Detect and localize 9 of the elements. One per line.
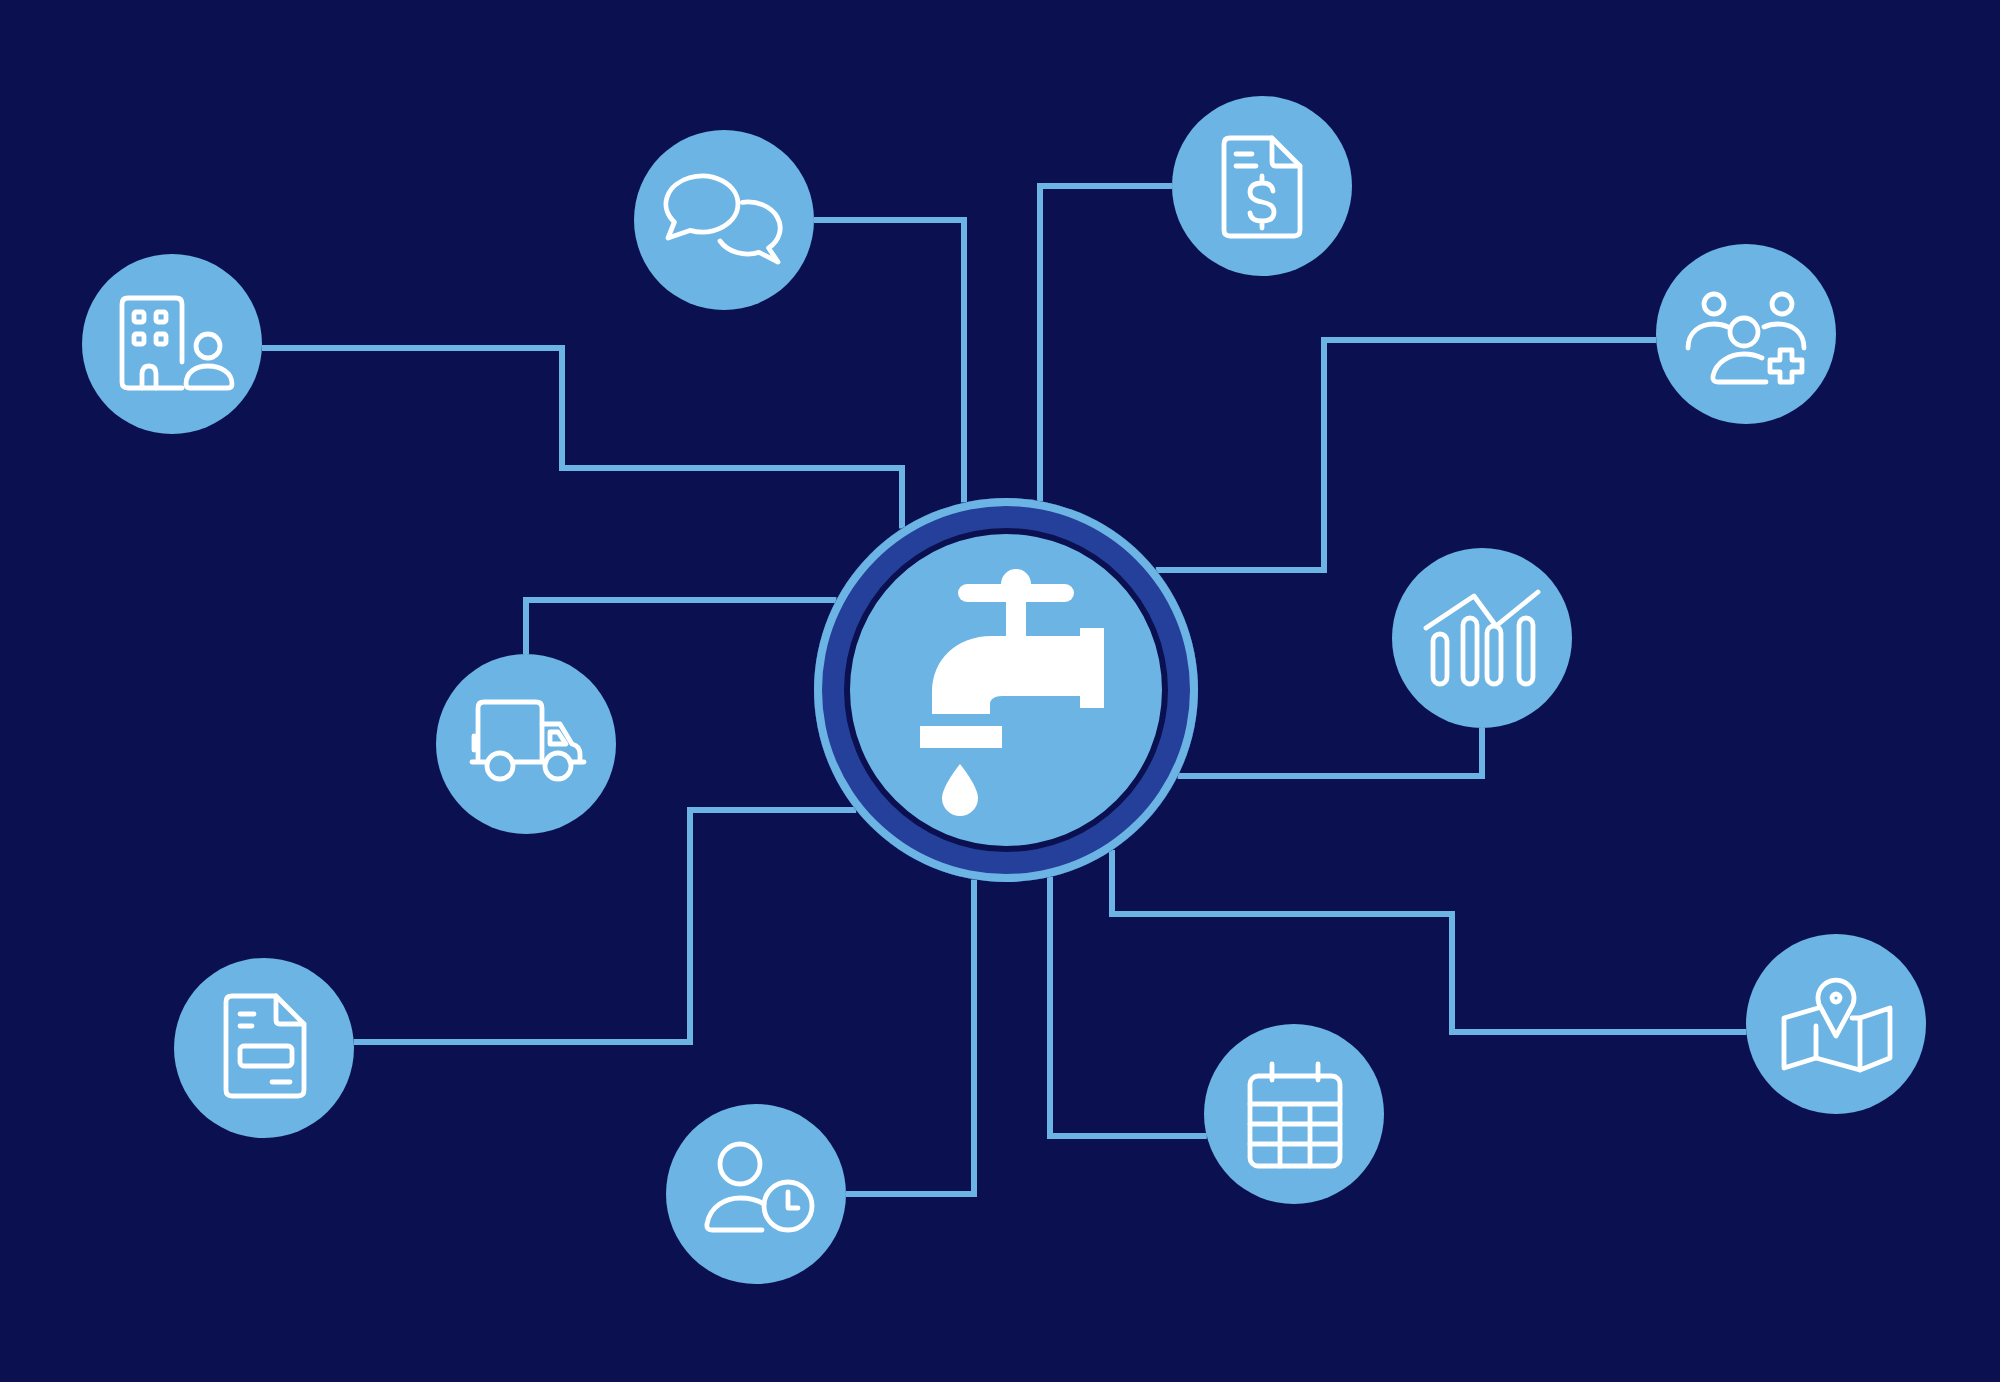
connector-line [1037,183,1172,501]
connector-line [1047,876,1207,1139]
connector-line [1177,728,1485,779]
connector-line [353,807,857,1045]
connector-line [262,345,905,529]
connector-line [846,879,977,1197]
connector-line [1155,337,1657,573]
connector-line [814,217,967,503]
connector-line [523,597,837,654]
